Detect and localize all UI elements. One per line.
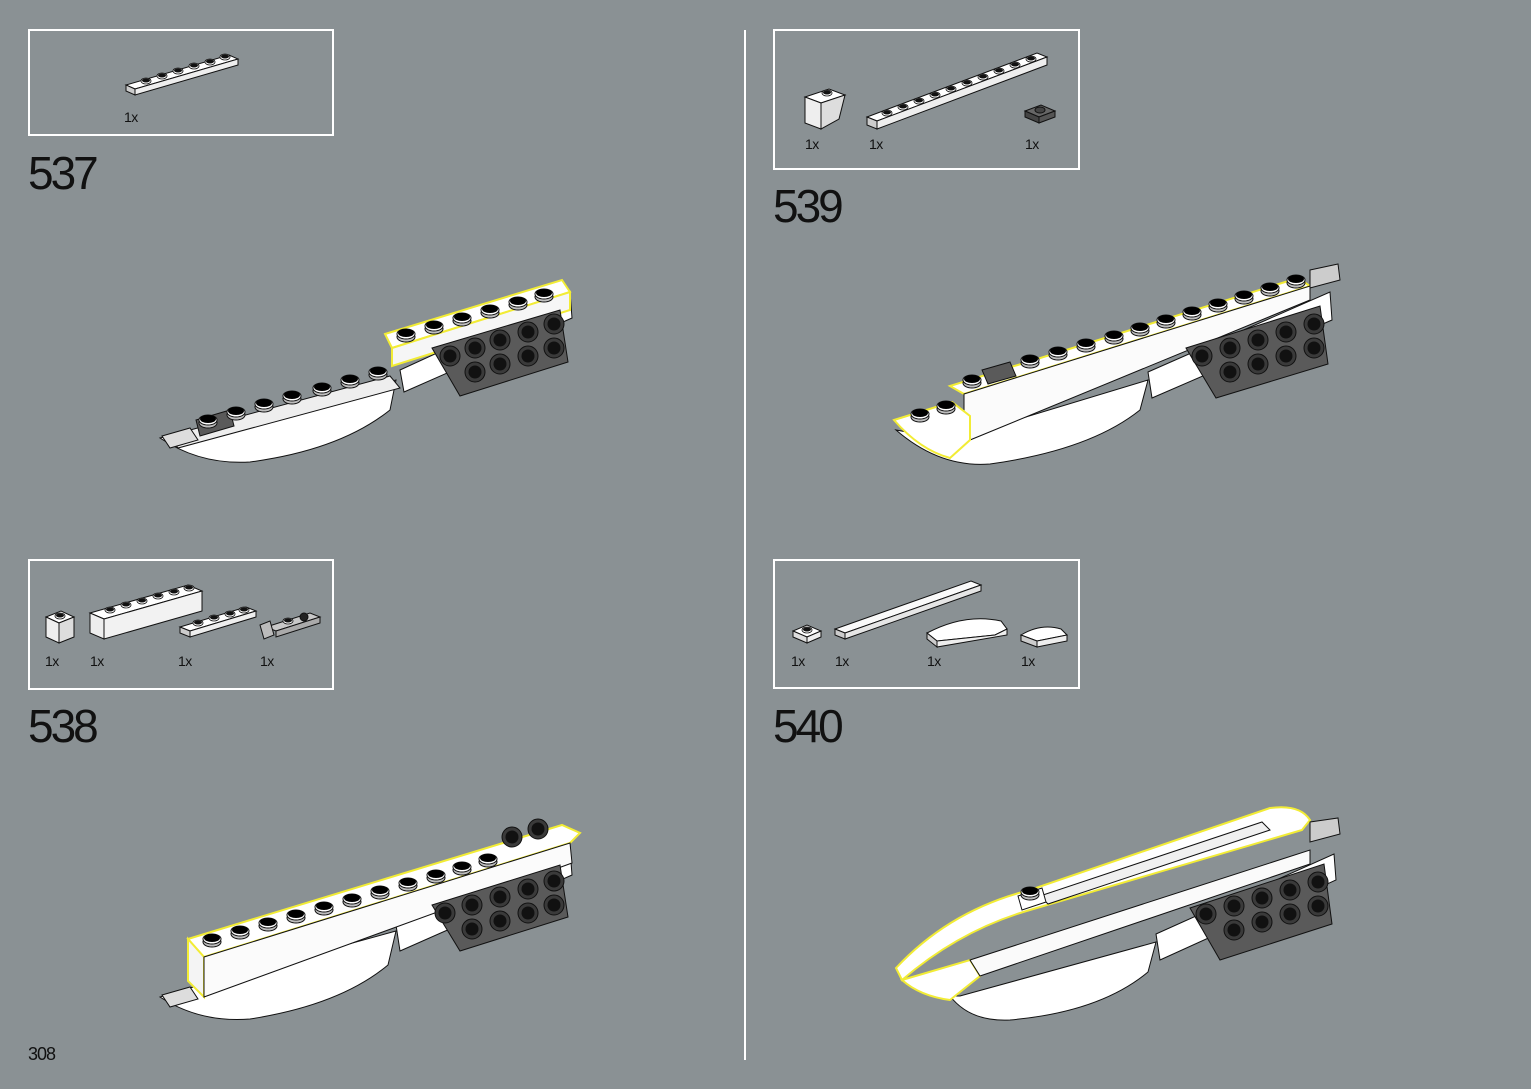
part-quantity: 1x xyxy=(90,653,104,669)
step-number: 538 xyxy=(28,703,96,749)
gray-clip-plate-icon xyxy=(258,605,324,645)
model-assembly-539 xyxy=(890,240,1350,480)
part-quantity: 1x xyxy=(260,653,274,669)
parts-callout-540: 1x 1x 1x 1x xyxy=(773,559,1080,689)
white-plate-1x4-icon xyxy=(178,601,260,645)
white-plate-1x1-icon xyxy=(789,621,825,649)
step-number: 539 xyxy=(773,183,841,229)
part-quantity: 1x xyxy=(835,653,849,669)
white-curved-slope-short-icon xyxy=(1019,623,1071,651)
white-brick-1x1-icon xyxy=(44,607,78,647)
parts-callout-539: 1x 1x 1x xyxy=(773,29,1080,170)
dark-gray-plate-1x1-icon xyxy=(1021,101,1061,131)
page-number: 308 xyxy=(28,1044,55,1065)
part-quantity: 1x xyxy=(45,653,59,669)
part-quantity: 1x xyxy=(1025,136,1039,152)
step-number: 540 xyxy=(773,703,841,749)
parts-callout-538: 1x 1x 1x 1x xyxy=(28,559,334,690)
page-divider xyxy=(744,30,746,1060)
white-curved-slope-long-icon xyxy=(925,613,1011,651)
part-quantity: 1x xyxy=(927,653,941,669)
model-assembly-537 xyxy=(160,270,590,470)
part-quantity: 1x xyxy=(124,109,138,125)
white-slope-brick-icon xyxy=(801,83,857,133)
white-plate-1x6-icon xyxy=(124,45,244,105)
part-quantity: 1x xyxy=(178,653,192,669)
parts-callout-537: 1x xyxy=(28,29,334,136)
part-quantity: 1x xyxy=(1021,653,1035,669)
step-number: 537 xyxy=(28,150,96,196)
model-assembly-540 xyxy=(890,800,1350,1030)
part-quantity: 1x xyxy=(791,653,805,669)
part-quantity: 1x xyxy=(805,136,819,152)
part-quantity: 1x xyxy=(869,136,883,152)
model-assembly-538 xyxy=(160,805,590,1025)
